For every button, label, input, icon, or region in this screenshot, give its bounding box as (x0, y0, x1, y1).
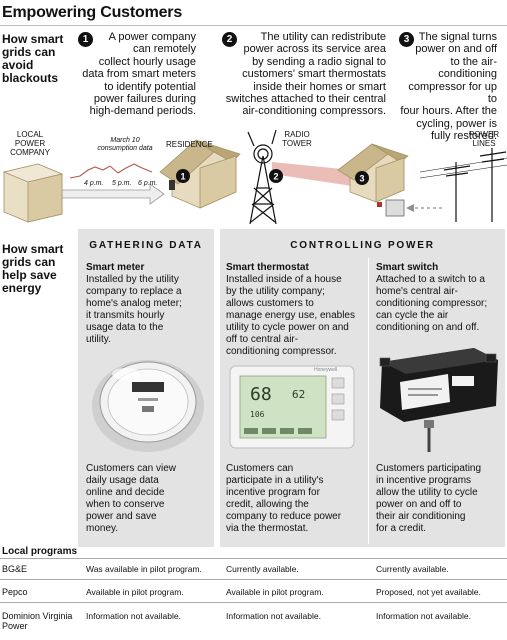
grid-diagram: 1 2 3 (2, 129, 507, 225)
smart-switch-image (379, 348, 498, 452)
residence-label: RESIDENCE (166, 140, 213, 149)
controlling-power-heading: CONTROLLING POWER (290, 240, 435, 251)
consumption-line (69, 163, 153, 179)
power-lines (419, 148, 507, 222)
time-4pm: 4 p.m. (84, 180, 104, 187)
neighbor-house (337, 143, 409, 203)
step-2: 2 The utility can redistribute power acr… (222, 31, 386, 119)
smart-thermostat-caption: Customers can participate in a utility's… (226, 463, 342, 534)
gathering-data-heading: GATHERING DATA (89, 240, 203, 251)
step-3: 3 The signal turns power on and off to t… (399, 31, 497, 142)
time-5pm: 5 p.m. (112, 180, 132, 187)
column-divider (368, 258, 369, 544)
radio-tower-label: RADIO TOWER (282, 130, 312, 148)
thermostat-set: 62 (292, 388, 306, 401)
step-text: The signal turns power on and off to the… (400, 31, 497, 143)
marker-3 (355, 171, 369, 185)
svg-text:1: 1 (180, 172, 185, 182)
thermostat-brand: Honeywell (314, 367, 338, 373)
thermostat-temp: 68 (250, 384, 272, 405)
step-1: 1 A power company can remotely collect h… (78, 31, 196, 119)
table-row: Dominion Virginia Power Information not … (2, 611, 471, 631)
smart-meter-caption: Customers can view daily usage data onli… (86, 463, 177, 534)
programs-table: BG&E Was available in pilot program. Cur… (0, 558, 507, 640)
table-row: Pepco Available in pilot program. Availa… (2, 587, 481, 597)
step-number: 3 (399, 32, 414, 47)
blackouts-heading: How smart grids can avoid blackouts (2, 32, 64, 85)
radio-beam (272, 162, 352, 186)
smart-switch-caption: Customers participating in incentive pro… (376, 463, 482, 534)
marker-1 (176, 169, 190, 183)
table-row: BG&E Was available in pilot program. Cur… (2, 564, 449, 574)
svg-text:3: 3 (359, 174, 364, 184)
save-energy-heading: How smart grids can help save energy (2, 242, 64, 295)
thermostat-sub: 106 (250, 410, 265, 419)
data-arrow (61, 183, 165, 205)
consumption-label: March 10 consumption data (97, 137, 153, 152)
step-number: 1 (78, 32, 93, 47)
marker-2 (269, 169, 283, 183)
local-programs-heading: Local programs (2, 546, 78, 557)
smart-meter-image (92, 360, 204, 452)
time-6pm: 6 p.m. (138, 180, 158, 187)
smart-thermostat-image: Honeywell 68 62 106 (228, 364, 356, 450)
local-power-label: LOCAL POWER COMPANY (10, 130, 50, 157)
smart-thermostat-description: Smart thermostat Installed inside of a h… (226, 262, 355, 357)
radio-tower (247, 129, 277, 225)
power-lines-label: POWER LINES (468, 130, 500, 148)
ac-compressor (385, 199, 405, 217)
svg-text:2: 2 (273, 172, 278, 182)
power-company-building (2, 163, 64, 223)
step-text: A power company can remotely collect hou… (82, 31, 196, 118)
page-title: Empowering Customers (2, 4, 183, 21)
step-text: The utility can redistribute power acros… (225, 31, 386, 118)
title-divider (0, 25, 507, 26)
smart-meter-description: Smart meter Installed by the utility com… (86, 262, 182, 345)
step-number: 2 (222, 32, 237, 47)
smart-switch-description: Smart switch Attached to a switch to a h… (376, 262, 488, 333)
residence-house (159, 139, 241, 209)
